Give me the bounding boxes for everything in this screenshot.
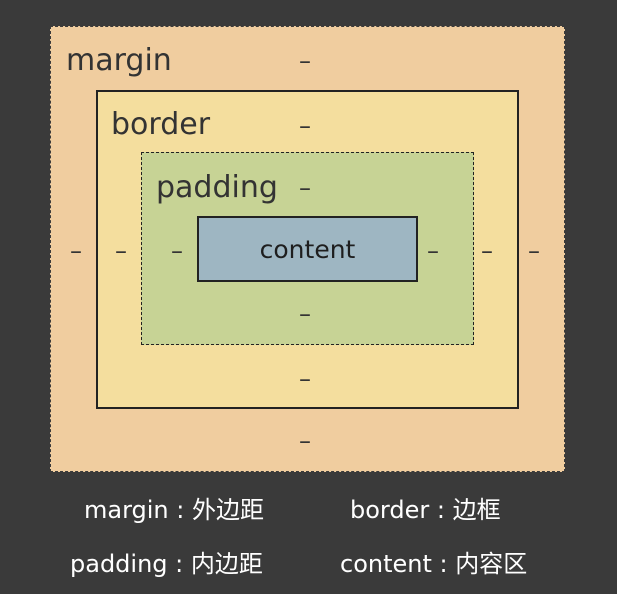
margin-right-value: – <box>528 237 540 265</box>
margin-bottom-value: – <box>299 427 311 455</box>
legend-content: content : 内容区 <box>340 550 528 578</box>
padding-label: padding <box>156 170 278 205</box>
legend-padding: padding : 内边距 <box>70 550 263 578</box>
padding-bottom-value: – <box>299 300 311 328</box>
border-right-value: – <box>481 237 493 265</box>
padding-top-value: – <box>299 174 311 202</box>
padding-left-value: – <box>171 237 183 265</box>
border-left-value: – <box>115 237 127 265</box>
margin-top-value: – <box>299 47 311 75</box>
border-label: border <box>111 107 211 142</box>
margin-left-value: – <box>70 237 82 265</box>
padding-right-value: – <box>427 237 439 265</box>
content-box: content <box>197 216 418 282</box>
legend-border: border : 边框 <box>350 496 501 524</box>
border-bottom-value: – <box>299 365 311 393</box>
margin-label: margin <box>66 43 172 78</box>
legend-margin: margin : 外边距 <box>84 496 264 524</box>
border-top-value: – <box>299 112 311 140</box>
content-label: content <box>259 234 356 264</box>
